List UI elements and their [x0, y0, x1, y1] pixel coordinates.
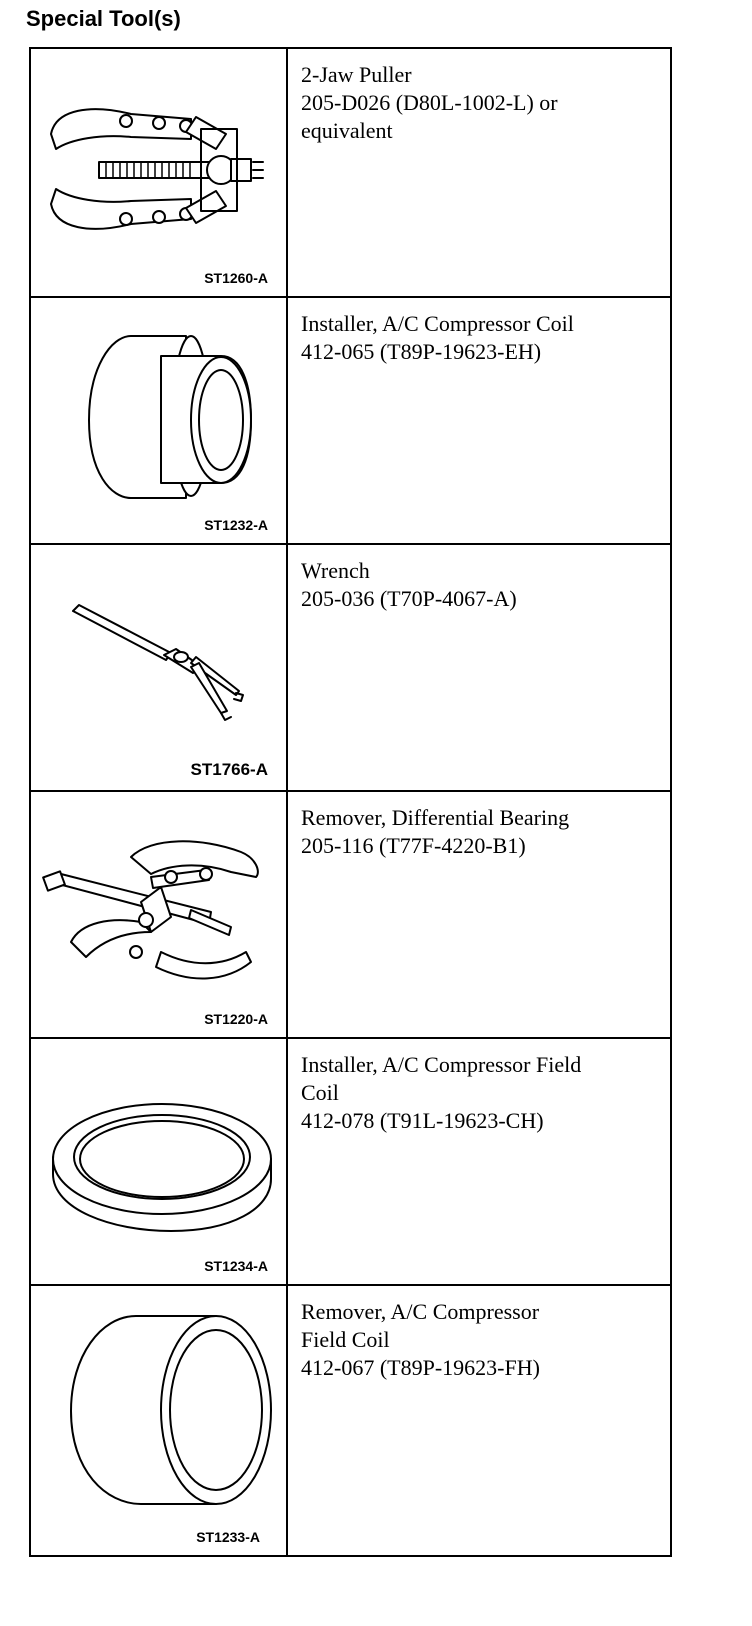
tool-part-number: 412-078 (T91L-19623-CH) [301, 1108, 544, 1133]
tool-name: Remover, A/C Compressor [301, 1299, 540, 1324]
tool-name: Installer, A/C Compressor Field [301, 1052, 582, 1077]
tool-name: Wrench [301, 558, 370, 583]
tool-code: ST1232-A [204, 517, 268, 533]
tool-row: ST1233-A Remover, A/C Compressor Field C… [31, 1286, 670, 1555]
tool-part-number: 412-067 (T89P-19623-FH) [301, 1355, 540, 1380]
two-jaw-puller-illustration [50, 108, 264, 230]
tool-part-number: 412-065 (T89P-19623-EH) [301, 339, 542, 364]
tool-name: 2-Jaw Puller [301, 62, 412, 87]
tool-code: ST1233-A [196, 1529, 260, 1545]
tool-row: ST1766-A Wrench 205-036 (T70P-4067-A) [31, 545, 670, 792]
tool-illustration-cell: ST1220-A [31, 792, 288, 1037]
tool-illustration-cell: ST1766-A [31, 545, 288, 790]
tool-part-number: 205-116 (T77F-4220-B1) [301, 833, 526, 858]
tool-description: Wrench 205-036 (T70P-4067-A) [301, 557, 666, 613]
special-tools-table: ST1260-A 2-Jaw Puller 205-D026 (D80L-100… [29, 47, 672, 1557]
tool-note: equivalent [301, 118, 393, 143]
tool-illustration-cell: ST1233-A [31, 1286, 288, 1555]
field-coil-installer-illustration [52, 1103, 272, 1232]
tool-illustration-cell: ST1260-A [31, 49, 288, 296]
tool-name: Installer, A/C Compressor Coil [301, 311, 574, 336]
section-heading: Special Tool(s) [26, 6, 181, 31]
tool-row: ST1260-A 2-Jaw Puller 205-D026 (D80L-100… [31, 49, 670, 298]
tool-part-number: 205-D026 (D80L-1002-L) or [301, 90, 558, 115]
bearing-remover-illustration [42, 840, 259, 980]
tool-description: Installer, A/C Compressor Field Coil 412… [301, 1051, 666, 1135]
tool-name-continued: Coil [301, 1080, 339, 1105]
tool-description: Remover, Differential Bearing 205-116 (T… [301, 804, 666, 860]
tool-name: Remover, Differential Bearing [301, 805, 570, 830]
tool-code: ST1234-A [204, 1258, 268, 1274]
wrench-illustration [72, 604, 244, 721]
tool-description: Installer, A/C Compressor Coil 412-065 (… [301, 310, 666, 366]
tool-code: ST1220-A [204, 1011, 268, 1027]
tool-name-continued: Field Coil [301, 1327, 390, 1352]
tool-code: ST1260-A [204, 270, 268, 286]
tool-description: 2-Jaw Puller 205-D026 (D80L-1002-L) or e… [301, 61, 666, 145]
field-coil-remover-illustration [70, 1315, 272, 1505]
coil-installer-illustration [88, 335, 252, 499]
tool-description: Remover, A/C Compressor Field Coil 412-0… [301, 1298, 666, 1382]
tool-row: ST1234-A Installer, A/C Compressor Field… [31, 1039, 670, 1286]
tool-row: ST1232-A Installer, A/C Compressor Coil … [31, 298, 670, 545]
tool-part-number: 205-036 (T70P-4067-A) [301, 586, 517, 611]
tool-illustration-cell: ST1232-A [31, 298, 288, 543]
tool-code: ST1766-A [190, 760, 268, 779]
tool-row: ST1220-A Remover, Differential Bearing 2… [31, 792, 670, 1039]
tool-illustration-cell: ST1234-A [31, 1039, 288, 1284]
